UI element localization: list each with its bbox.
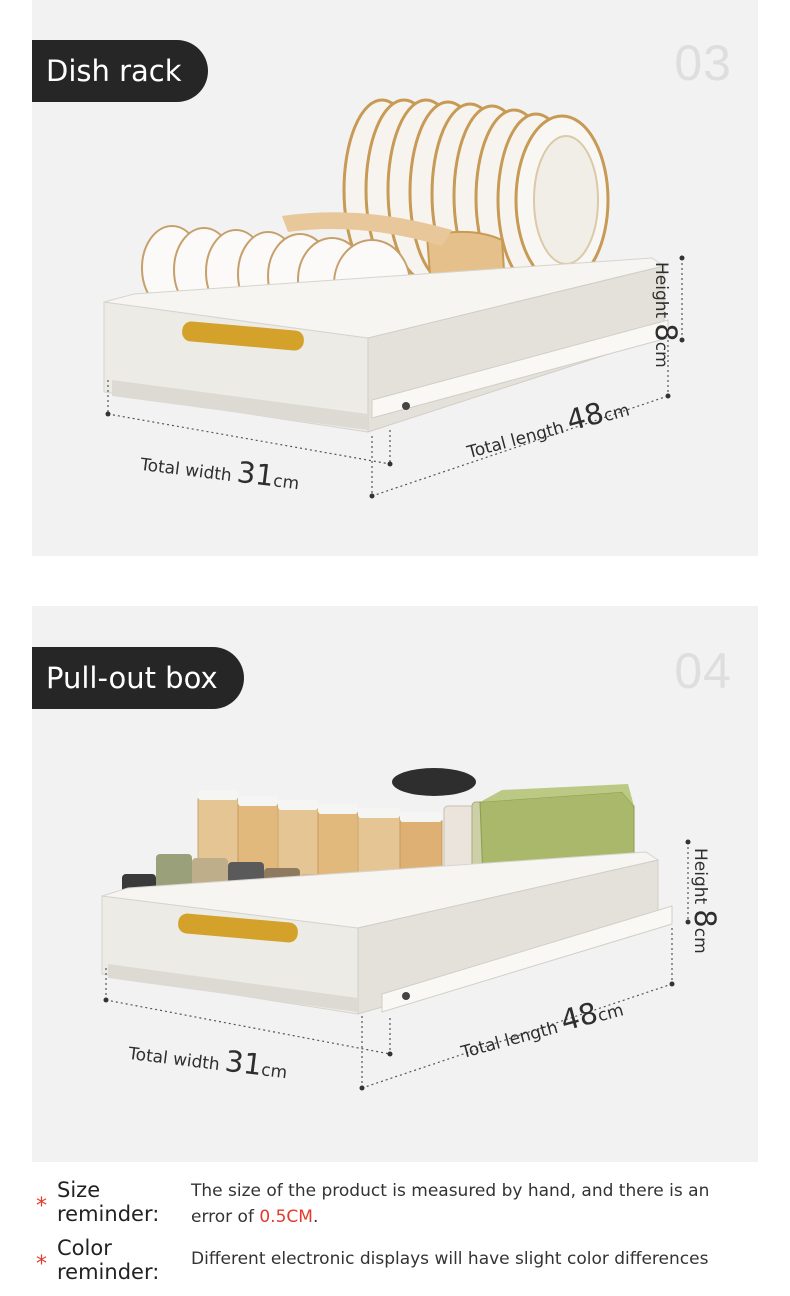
dimension-label: Height <box>690 848 710 905</box>
dimension-value: 8 <box>688 909 722 928</box>
height-dimension: Height 8cm <box>688 848 722 954</box>
asterisk-icon: * <box>36 1194 47 1219</box>
asterisk-icon: * <box>36 1252 47 1277</box>
error-margin-value: 0.5CM <box>259 1207 313 1227</box>
step-number: 03 <box>674 35 732 91</box>
pull-out-box-panel: Pull-out box 04 Total width 31cm Total l… <box>32 606 758 1162</box>
dimension-unit: cm <box>601 400 632 427</box>
dimension-unit: cm <box>651 341 671 368</box>
dimension-lines <box>105 842 689 1089</box>
handle-icon <box>182 321 304 351</box>
step-number: 04 <box>674 643 732 699</box>
height-dimension: Height 8cm <box>649 262 683 368</box>
dish-rack-panel: Dish rack 03 Total width 31cm Total leng… <box>32 0 758 556</box>
dimension-lines <box>107 258 683 497</box>
size-reminder-label: Size reminder: <box>57 1178 160 1226</box>
tray-body <box>103 257 669 433</box>
handle-icon <box>178 913 298 943</box>
dimension-unit: cm <box>260 1060 289 1084</box>
panel-title: Pull-out box <box>32 647 244 709</box>
dimension-unit: cm <box>690 927 710 954</box>
color-reminder-text: Different electronic displays will have … <box>191 1249 709 1269</box>
reminder-notes: * Size reminder: The size of the product… <box>0 1170 790 1296</box>
dimension-value: 8 <box>649 323 683 342</box>
color-reminder-label: Color reminder: <box>57 1236 160 1284</box>
pull-out-box-illustration <box>101 768 691 1091</box>
dimension-label: Height <box>651 262 671 319</box>
dimension-unit: cm <box>272 471 301 495</box>
panel-title: Dish rack <box>32 40 208 102</box>
size-reminder-text: The size of the product is measured by h… <box>191 1181 710 1227</box>
dimension-value: 31 <box>223 1043 264 1083</box>
dish-rack-illustration <box>103 98 685 499</box>
dimension-unit: cm <box>595 1000 626 1027</box>
dimension-value: 31 <box>235 454 276 494</box>
